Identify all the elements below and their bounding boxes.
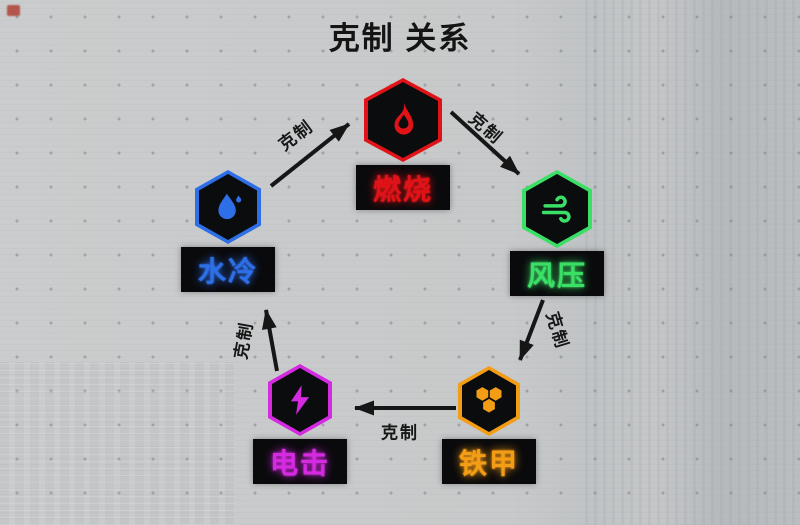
hexagon-water-face xyxy=(199,174,257,240)
node-label-water: 水冷 xyxy=(181,247,275,292)
node-burn: 燃烧 xyxy=(353,78,453,210)
node-water: 水冷 xyxy=(178,170,278,292)
red-watermark xyxy=(7,5,20,16)
hexagon-wind-face xyxy=(526,174,588,244)
lightning-icon xyxy=(290,385,310,415)
wind-icon xyxy=(541,195,571,223)
node-label-armor-text: 铁甲 xyxy=(458,447,519,479)
node-label-shock-text: 电击 xyxy=(269,447,330,479)
edge-label-shock-water: 克制 xyxy=(231,319,257,361)
edge-label-burn-wind: 克制 xyxy=(465,108,507,149)
node-label-water-text: 水冷 xyxy=(197,255,258,287)
page-title: 克制 关系 xyxy=(328,21,472,56)
water-drop-icon xyxy=(218,193,242,220)
honeycomb-icon xyxy=(476,387,502,413)
hexagon-shock xyxy=(268,364,332,436)
node-label-burn-text: 燃烧 xyxy=(372,173,433,205)
node-armor: 铁甲 xyxy=(439,366,539,484)
hexagon-shock-face xyxy=(272,368,328,432)
node-label-wind: 风压 xyxy=(510,251,604,296)
arrow-wind-to-armor xyxy=(518,299,545,361)
node-shock: 电击 xyxy=(250,364,350,484)
hexagon-armor xyxy=(458,366,520,436)
edge-label-water-burn: 克制 xyxy=(275,116,318,155)
hexagon-burn xyxy=(364,78,442,162)
hexagon-water xyxy=(195,170,261,244)
hexagon-wind xyxy=(522,170,592,248)
edge-label-armor-shock: 克制 xyxy=(381,423,419,443)
hexagon-burn-face xyxy=(368,82,438,158)
node-label-wind-text: 风压 xyxy=(526,259,587,291)
node-label-burn: 燃烧 xyxy=(356,165,450,210)
node-wind: 风压 xyxy=(507,170,607,296)
node-label-armor: 铁甲 xyxy=(442,439,536,484)
edge-label-wind-armor: 克制 xyxy=(542,309,572,352)
node-label-shock: 电击 xyxy=(253,439,347,484)
arrow-shock-to-water xyxy=(261,309,279,372)
hexagon-armor-face xyxy=(462,370,516,432)
flame-icon xyxy=(394,102,414,135)
